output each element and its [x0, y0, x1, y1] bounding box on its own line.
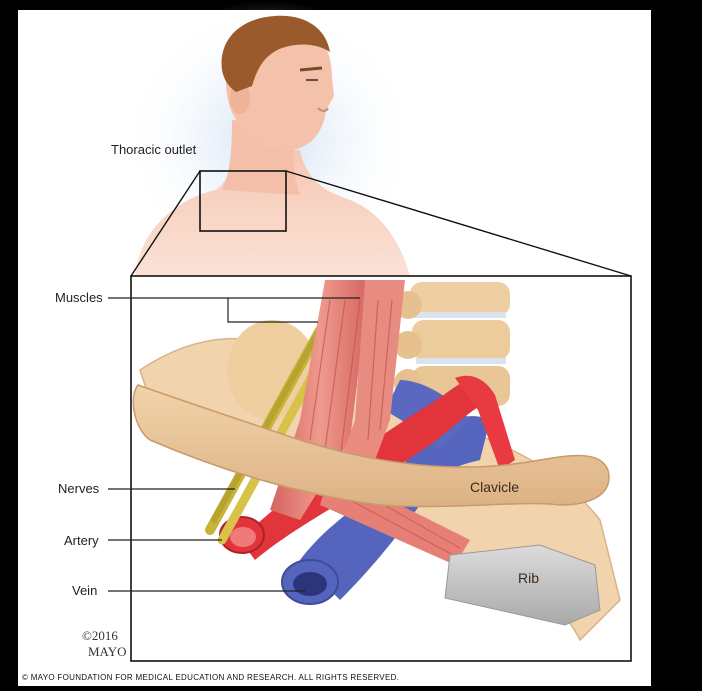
clavicle-bone — [132, 384, 610, 508]
callout-line-right — [285, 170, 632, 277]
footer-copyright: © MAYO FOUNDATION FOR MEDICAL EDUCATION … — [22, 673, 399, 682]
torso-figure — [135, 15, 410, 276]
rib-label: Rib — [518, 570, 539, 586]
vein-label: Vein — [72, 583, 97, 598]
callout-line-left — [130, 170, 201, 277]
thoracic-outlet-label: Thoracic outlet — [111, 142, 197, 157]
leader-lines — [108, 297, 360, 592]
muscles-label: Muscles — [55, 290, 103, 305]
copyright-year: ©2016 — [82, 628, 118, 643]
thoracic-outlet-box — [199, 170, 287, 232]
clavicle-label: Clavicle — [470, 479, 519, 495]
artery-label: Artery — [64, 533, 99, 548]
inset-anatomy — [131, 276, 631, 661]
inset-frame — [130, 275, 632, 662]
rib-head — [227, 320, 317, 420]
copyright-org: MAYO — [88, 644, 127, 659]
nerves-label: Nerves — [58, 481, 100, 496]
rib-cartilage — [444, 544, 601, 626]
